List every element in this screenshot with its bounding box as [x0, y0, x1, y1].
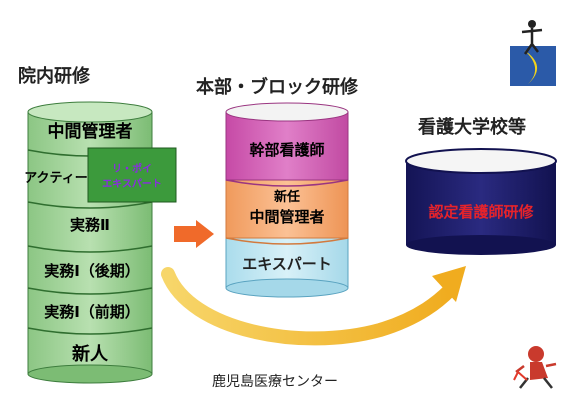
layer-label-middle-manager: 中間管理者 [48, 121, 133, 142]
arrow-curved-yellow [161, 266, 466, 346]
middle-cylinder [225, 102, 349, 298]
middle-label-new-middle-manager-1: 新任 [274, 189, 300, 205]
side-box: リ・ポイ エキスパート [87, 147, 177, 203]
heading-block-training: 本部・ブロック研修 [196, 77, 358, 98]
layer-label-activity: アクティー [24, 171, 88, 186]
logo-figure-icon [510, 20, 556, 86]
right-cylinder [405, 148, 557, 255]
layer-label-practice-2: 実務Ⅱ [70, 216, 110, 234]
side-box-line2: エキスパート [102, 178, 162, 190]
layer-label-practice-1-early: 実務Ⅰ（前期） [44, 303, 140, 321]
middle-label-executive-nurse: 幹部看護師 [249, 141, 324, 159]
footer-center-name: 鹿児島医療センター [212, 374, 338, 390]
middle-label-new-middle-manager-2: 中間管理者 [249, 208, 324, 226]
layer-label-new-staff: 新人 [72, 343, 109, 365]
character-runner-icon [513, 346, 557, 389]
heading-university: 看護大学校等 [418, 117, 526, 138]
layer-label-practice-1-late: 実務Ⅰ（後期） [44, 262, 140, 280]
heading-in-hospital: 院内研修 [18, 66, 90, 87]
middle-label-expert: エキスパート [242, 255, 332, 273]
right-label-certified-nurse: 認定看護師研修 [428, 203, 534, 221]
left-cylinder [27, 101, 153, 384]
arrow-right-orange [174, 220, 214, 248]
side-box-line1: リ・ポイ [112, 162, 152, 175]
